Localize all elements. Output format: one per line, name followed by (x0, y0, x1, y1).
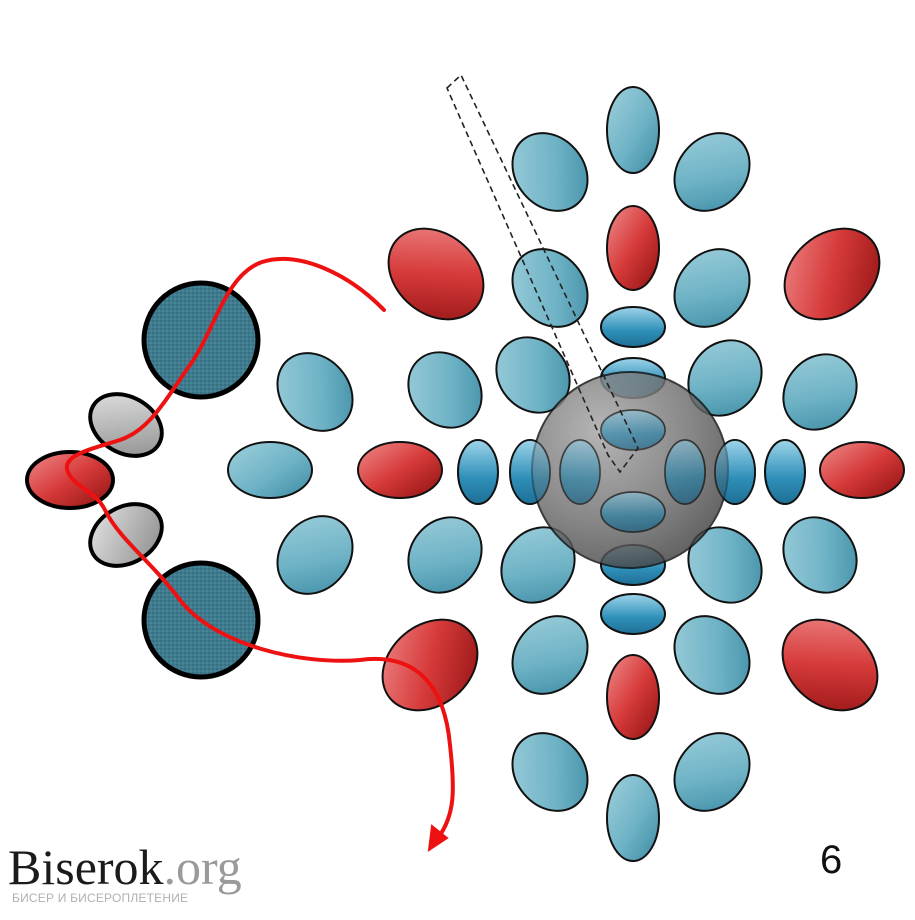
red-bead (606, 654, 660, 740)
teal-bead (782, 516, 858, 594)
red-bead (357, 441, 443, 499)
hidden-bead-outline (600, 409, 666, 451)
thread-path (64, 256, 455, 840)
blue-seed-bead (600, 593, 666, 635)
hidden-bead-outline (600, 491, 666, 533)
grey-bead (88, 392, 164, 458)
overlay-layer (64, 73, 639, 853)
red-bead (781, 618, 879, 712)
teal-bead (673, 732, 751, 812)
teal-bead (673, 132, 751, 212)
hidden-bead-outline (664, 439, 706, 505)
logo-domain: .org (163, 839, 242, 895)
teal-bead (673, 615, 751, 695)
grey-bead (88, 502, 164, 568)
red-bead (381, 618, 479, 712)
teal-bead (606, 774, 660, 862)
teal-bead (511, 615, 589, 695)
logo-name: Biserok (8, 839, 164, 895)
teal-bead (276, 352, 354, 432)
center-ball-layer (509, 371, 756, 569)
teal-bead (511, 732, 589, 812)
blue-seed-bead (457, 439, 499, 505)
thread-arrowhead-icon (427, 824, 449, 853)
site-logo: Biserok.org БИСЕР И БИСЕРОПЛЕТЕНИЕ (8, 839, 242, 904)
hidden-bead-outline (509, 439, 551, 505)
teal-bead (673, 248, 751, 328)
teal-bead (276, 515, 354, 595)
hidden-bead-outline (559, 439, 601, 505)
needle-outline-icon (446, 73, 639, 474)
teal-bead (511, 132, 589, 212)
blue-seed-bead (600, 306, 666, 348)
red-bead (606, 205, 660, 291)
red-bead (819, 441, 905, 499)
teal-bead (407, 516, 483, 594)
round-bead (141, 280, 261, 400)
blue-seed-bead (764, 439, 806, 505)
teal-bead (407, 351, 483, 429)
red-bead (783, 227, 881, 321)
teal-bead (227, 441, 313, 499)
red-bead (387, 227, 485, 321)
beads-layer (25, 86, 905, 862)
teal-bead (511, 248, 589, 328)
step-number-label: 6 (820, 838, 843, 882)
hidden-bead-outline (714, 439, 756, 505)
teal-bead (606, 86, 660, 174)
teal-bead (782, 353, 858, 431)
logo-tagline: БИСЕР И БИСЕРОПЛЕТЕНИЕ (12, 891, 189, 905)
